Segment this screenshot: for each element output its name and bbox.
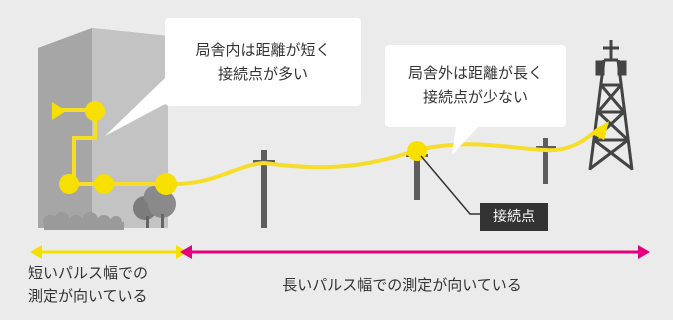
short-pulse-label-line1: 短いパルス幅での — [28, 264, 149, 282]
connection-point-tag: 接続点 — [480, 203, 548, 231]
callout-inside-text: 局舎内は距離が短く 接続点が多い — [165, 38, 361, 86]
callout-inside-line1: 局舎内は距離が短く — [195, 41, 331, 59]
connection-points — [52, 101, 609, 195]
utility-pole-3 — [536, 138, 556, 184]
callout-outside-text: 局舎外は距離が長く 接続点が少ない — [385, 61, 566, 109]
long-pulse-label: 長いパルス幅での測定が向いている — [282, 276, 522, 294]
short-pulse-arrow — [30, 245, 188, 259]
callout-outside-line1: 局舎外は距離が長く — [407, 64, 543, 82]
short-pulse-label-line2: 測定が向いている — [28, 287, 148, 305]
callout-bubble-outside — [385, 45, 566, 155]
callout-outside-line2: 接続点が少ない — [422, 88, 528, 106]
callout-bubble-inside — [105, 18, 361, 136]
callout-inside-line2: 接続点が多い — [217, 65, 308, 83]
bushes — [43, 212, 124, 230]
short-pulse-label: 短いパルス幅での 測定が向いている — [28, 262, 148, 308]
long-pulse-arrow — [180, 245, 650, 259]
tag-leader-line — [420, 155, 480, 215]
transmission-tower — [588, 40, 634, 171]
